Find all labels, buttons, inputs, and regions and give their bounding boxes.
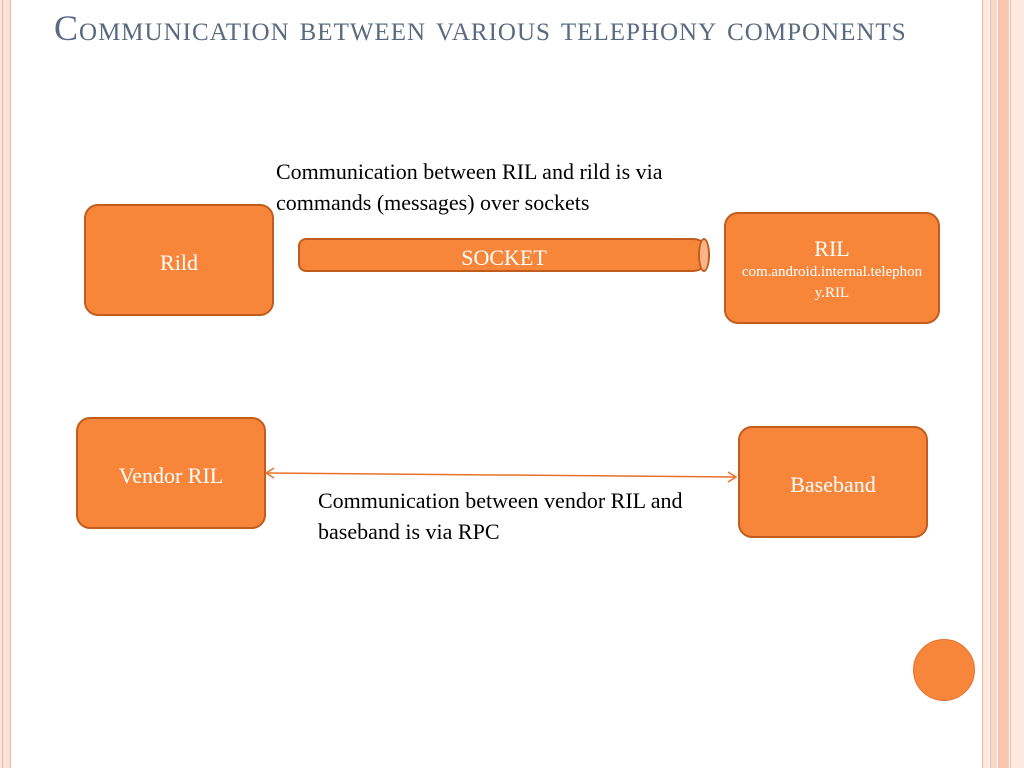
right-decorative-stripe bbox=[1010, 0, 1024, 768]
left-decorative-border bbox=[0, 0, 11, 768]
ril-box: RIL com.android.internal.telephony.RIL bbox=[724, 212, 940, 324]
rild-box: Rild bbox=[84, 204, 274, 316]
socket-label: SOCKET bbox=[461, 245, 547, 270]
right-decorative-stripe bbox=[998, 0, 1009, 768]
decorative-circle-icon bbox=[913, 639, 975, 701]
caption-socket-communication: Communication between RIL and rild is vi… bbox=[276, 159, 663, 215]
rild-label: Rild bbox=[160, 250, 198, 275]
double-arrow-icon bbox=[264, 467, 738, 483]
slide-title: Communication between various telephony … bbox=[54, 8, 907, 48]
pipe-end-icon bbox=[698, 238, 710, 272]
ril-class-name: com.android.internal.telephony.RIL bbox=[741, 264, 923, 301]
right-decorative-stripe bbox=[990, 0, 997, 768]
baseband-label: Baseband bbox=[790, 472, 876, 497]
right-decorative-stripe bbox=[982, 0, 989, 768]
vendor-ril-box: Vendor RIL bbox=[76, 417, 266, 529]
vendor-ril-label: Vendor RIL bbox=[118, 463, 224, 488]
caption-rpc-communication: Communication between vendor RIL and bas… bbox=[318, 488, 683, 544]
socket-pipe: SOCKET bbox=[298, 238, 710, 272]
ril-label: RIL bbox=[814, 236, 850, 261]
baseband-box: Baseband bbox=[738, 426, 928, 538]
